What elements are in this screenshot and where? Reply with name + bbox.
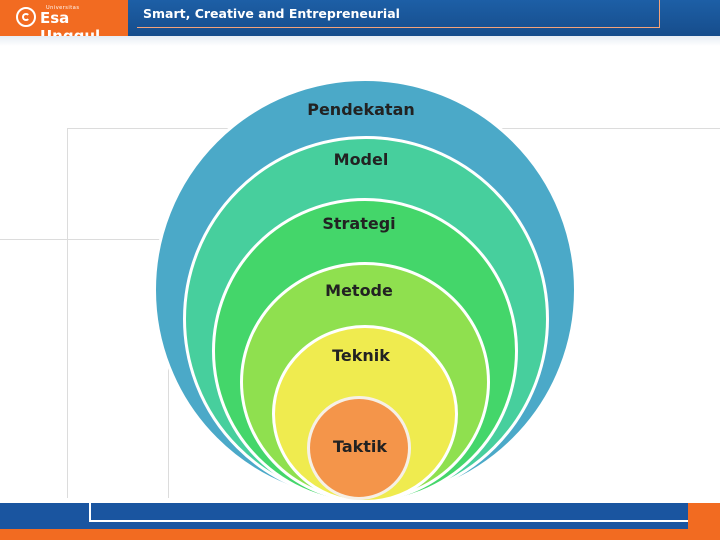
label-metode: Metode: [325, 281, 393, 300]
guide-line: [0, 239, 170, 240]
header-shadow: [0, 36, 720, 46]
tagline: Smart, Creative and Entrepreneurial: [143, 6, 400, 21]
guide-line: [67, 128, 68, 498]
label-taktik: Taktik: [332, 437, 388, 456]
logo-emblem-icon: [16, 7, 36, 27]
header-divider: [137, 27, 659, 28]
header-bar: Universitas Esa Unggul Smart, Creative a…: [0, 0, 720, 45]
label-model: Model: [333, 150, 389, 169]
footer-divider-vertical: [89, 503, 91, 522]
header-divider-vertical: [659, 0, 660, 28]
label-strategi: Strategi: [322, 214, 396, 233]
label-pendekatan: Pendekatan: [307, 100, 415, 119]
label-teknik: Teknik: [332, 346, 390, 365]
footer-divider: [90, 520, 688, 522]
footer-bar: [0, 503, 688, 529]
footer-accent: [688, 503, 720, 529]
ring-taktik: [307, 396, 411, 500]
logo-subtext: Universitas: [46, 5, 80, 11]
footer-strip: [0, 529, 720, 540]
university-logo: Universitas Esa Unggul: [0, 0, 128, 45]
